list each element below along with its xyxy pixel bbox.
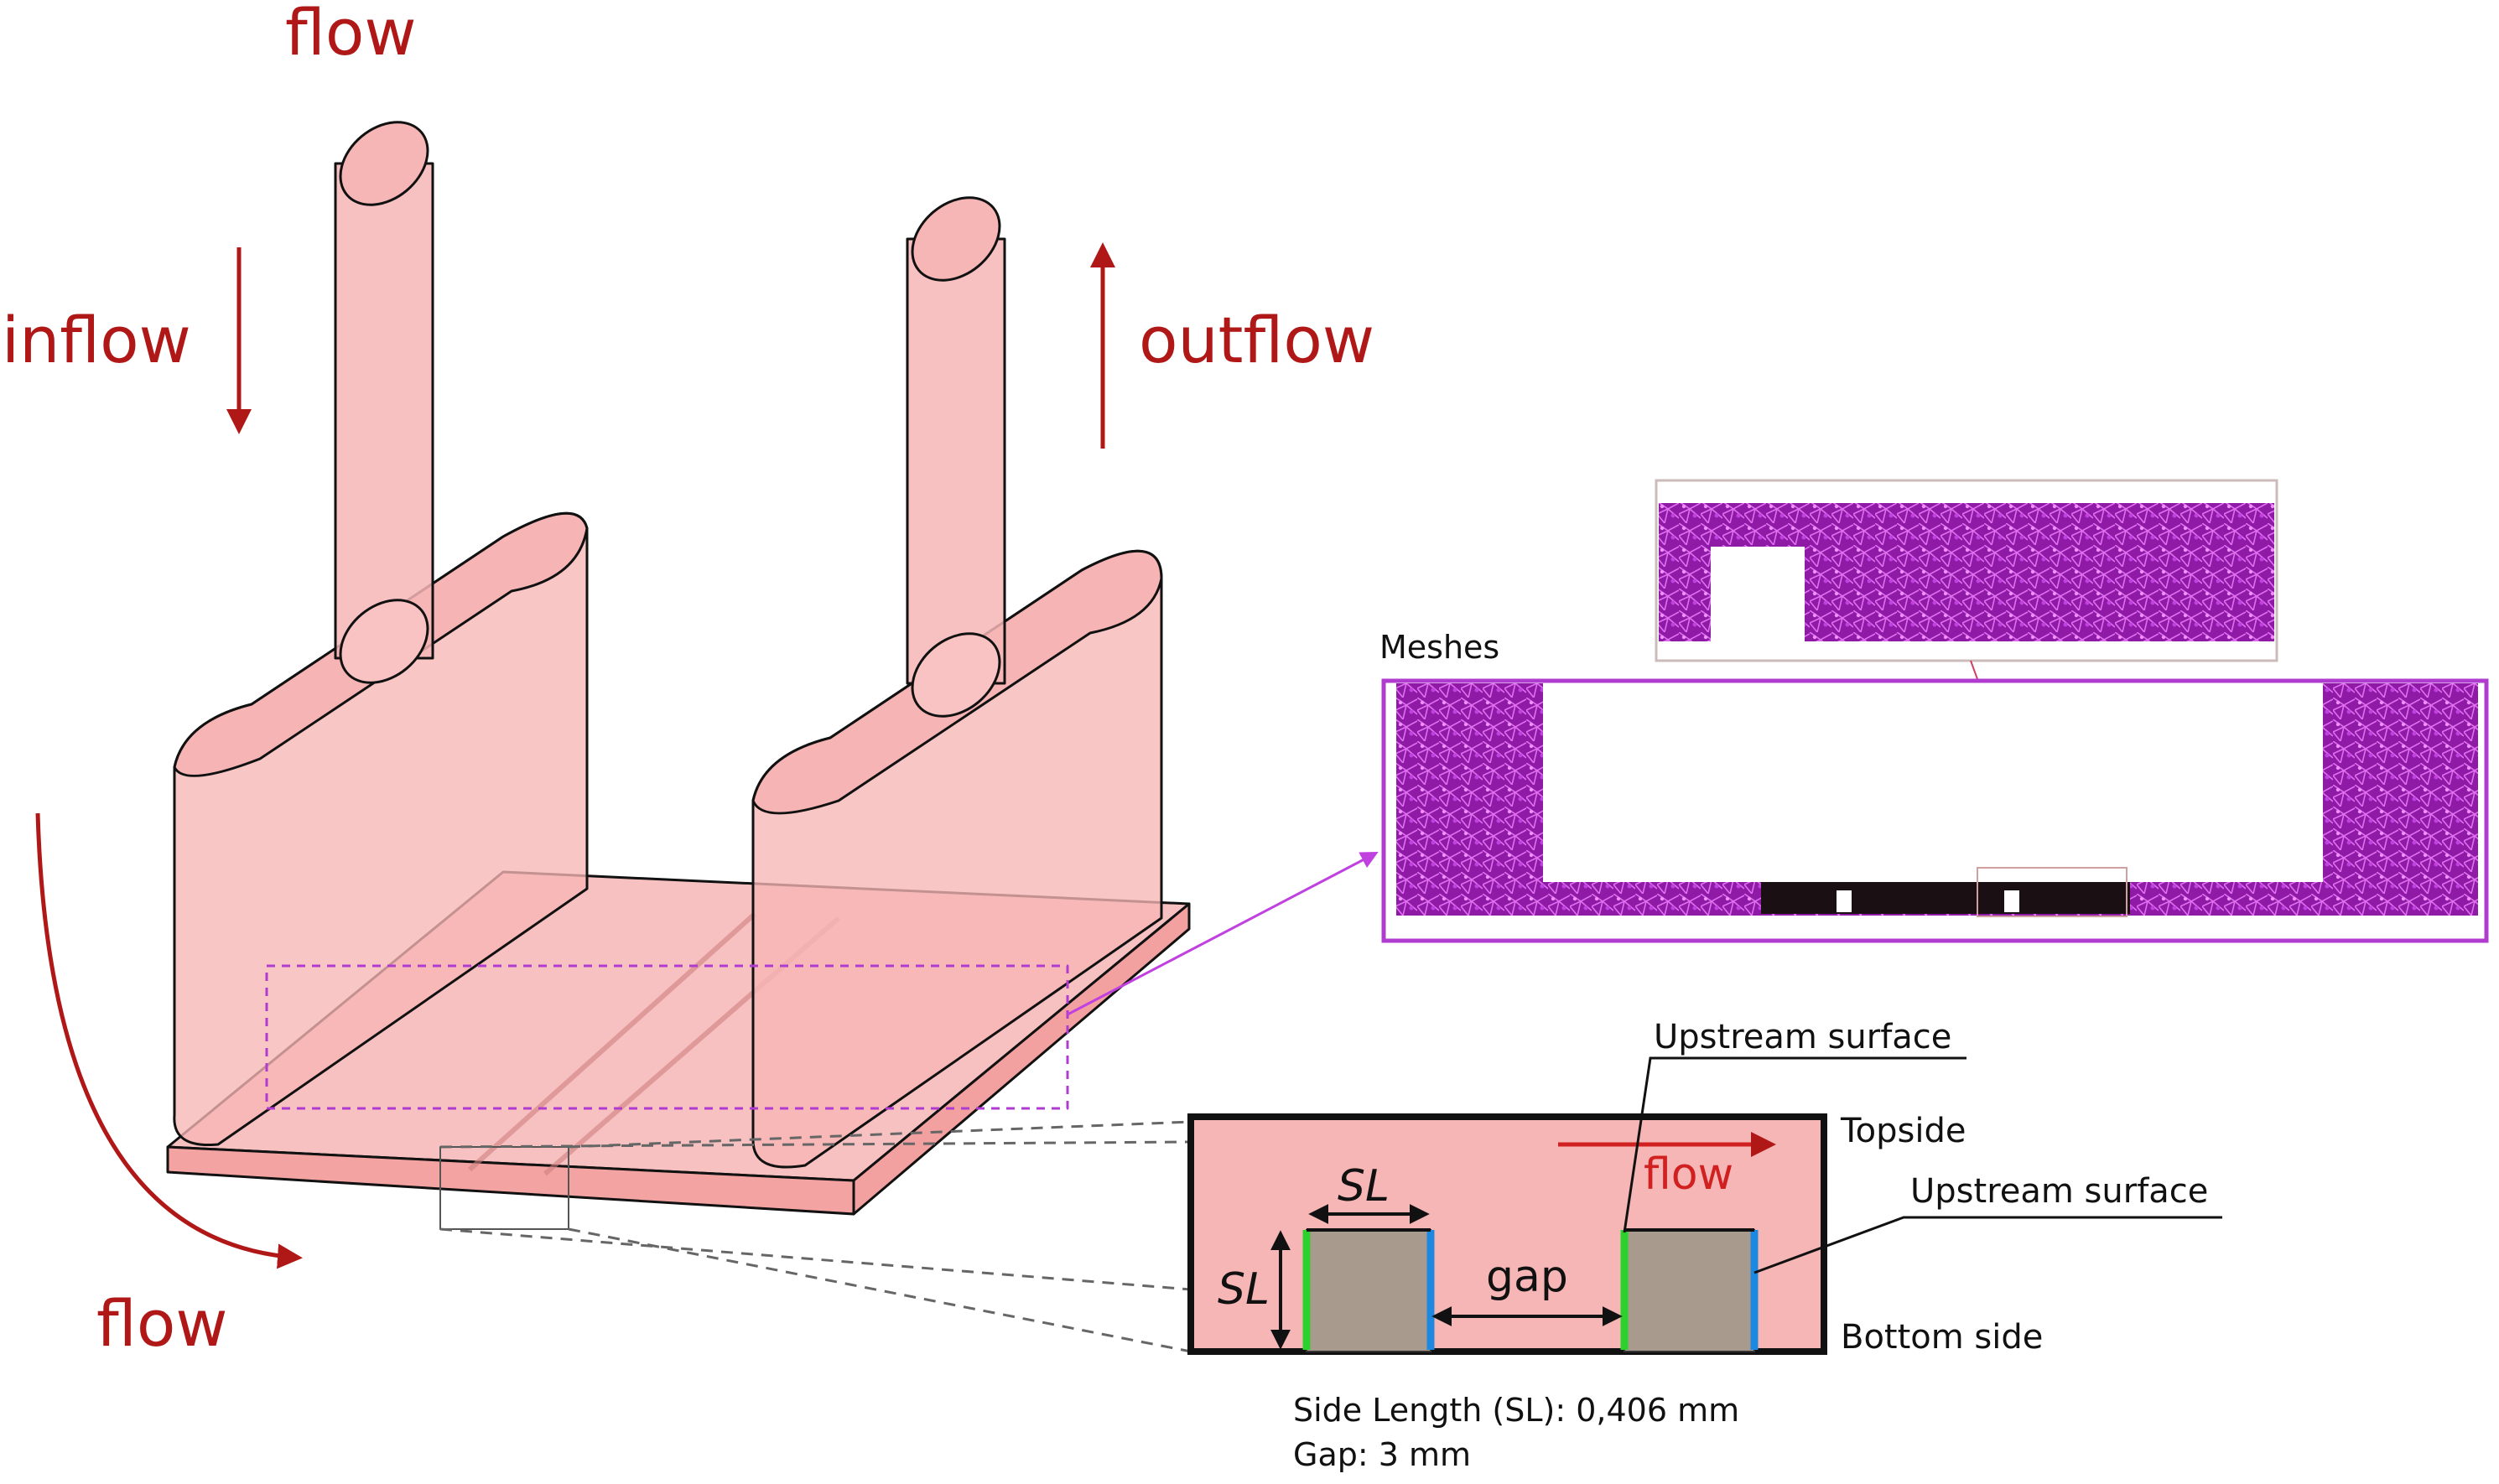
- detail-dash-2: [439, 1140, 1192, 1149]
- side-length-note: Side Length (SL): 0,406 mm: [1293, 1392, 1739, 1429]
- obstacle-2: [1624, 1229, 1755, 1352]
- meshes-label: Meshes: [1379, 629, 1499, 666]
- upstream-surface-label-1: Upstream surface: [1654, 1018, 1951, 1056]
- channel-3d: [166, 121, 1191, 1230]
- plate-groove-1: [467, 911, 757, 1172]
- inlet-pipe-base: [339, 599, 429, 684]
- sl-side-label: SL: [1218, 1264, 1270, 1315]
- mesh-zoom-obstacle: [1711, 547, 1805, 641]
- mesh-panel: Meshes: [1379, 479, 2489, 943]
- inlet-pipe-top: [339, 121, 429, 206]
- detail-dash-1: [568, 1120, 1192, 1149]
- mesh-left-block: [1396, 683, 1543, 910]
- sl-top-label: SL: [1338, 1161, 1390, 1212]
- upstream-leader-1: [1623, 1056, 1966, 1233]
- inflow-label: inflow: [2, 303, 191, 377]
- outlet-pipe: [906, 237, 1006, 685]
- mesh-connector-arrow: [1067, 852, 1379, 1016]
- topside-label: Topside: [1840, 1112, 1966, 1150]
- plate-right-edge: [852, 902, 1191, 1216]
- selection-box-dashed: [265, 964, 1069, 1110]
- cross-section-detail: SL SL gap flow Upstream surface Upstream…: [1187, 1018, 2222, 1473]
- connectors: [439, 852, 1379, 1353]
- upstream-leader-2: [1753, 1216, 2222, 1274]
- gap-label: gap: [1486, 1252, 1568, 1302]
- gap-note: Gap: 3 mm: [1293, 1436, 1471, 1473]
- inlet-pipe: [334, 162, 434, 660]
- detail-dash-4: [568, 1227, 1192, 1353]
- detail-dash-3: [439, 1227, 1192, 1291]
- flow-curve-arrow: [35, 812, 303, 1269]
- flow-top-label: flow: [285, 0, 417, 70]
- mesh-dark-channel: [1761, 882, 2130, 914]
- flow-bottom-label: flow: [96, 1286, 228, 1361]
- bottom-side-label: Bottom side: [1841, 1318, 2043, 1357]
- flow-annotations: flow inflow outflow flow: [2, 0, 1374, 1361]
- mesh-obstacle-1: [1837, 890, 1852, 912]
- outflow-label: outflow: [1139, 303, 1374, 377]
- mesh-right-block: [2323, 683, 2478, 910]
- obstacle-1: [1306, 1229, 1431, 1352]
- detail-flow-label: flow: [1644, 1149, 1733, 1200]
- outlet-pipe-top: [911, 196, 1001, 282]
- mesh-obstacle-2: [2004, 890, 2019, 912]
- upstream-surface-label-2: Upstream surface: [1910, 1172, 2208, 1211]
- mesh-zoom-marker: [1977, 867, 2128, 917]
- outlet-pipe-base: [911, 632, 1001, 718]
